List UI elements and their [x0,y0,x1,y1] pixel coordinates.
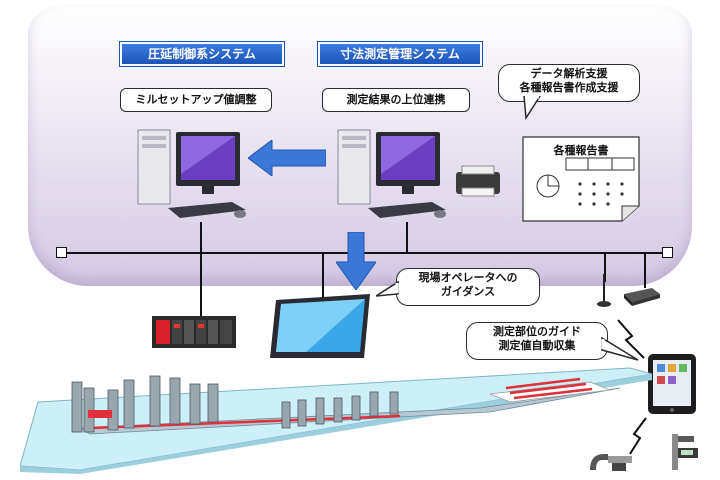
report-title: 各種報告書 [553,144,609,157]
dimension-management-system-title: 寸法測定管理システム [318,42,482,66]
wireless-signal-icon [629,417,647,455]
network-bus-line [64,252,666,254]
wireless-signal-icon [617,319,645,359]
mill-setup-label: ミルセットアップ値調整 [120,88,272,112]
monitor-icon [270,294,370,358]
network-node-right [662,247,673,258]
rolling-control-system-title: 圧延制御系システム [120,42,284,66]
report-document: 各種報告書 [522,136,640,222]
drop-line-plc [200,222,202,318]
operator-guidance-callout-tail [376,280,399,297]
computer-icon [337,129,446,218]
router-icon [624,288,660,306]
drop-line-antenna [604,252,606,282]
network-node-left [56,247,67,258]
drop-line-router [644,252,646,288]
guidance-arrow-down [336,232,376,290]
report-document-icon [522,136,640,222]
printer-icon [456,165,500,197]
data-analysis-line1: データ解析支援 [530,67,608,80]
measurement-guide-line1: 測定部位のガイド [493,325,581,338]
transfer-arrow-left [248,140,326,176]
measurement-guide-line2: 測定値自動収集 [498,339,576,352]
tablet-icon [648,354,696,414]
plc-icon [152,316,236,348]
operator-guidance-line1: 現場オペレータへの [418,271,518,284]
operator-guidance-line2: ガイダンス [440,285,496,298]
drop-line-right-pc [406,222,408,253]
measurement-guide-callout: 測定部位のガイド 測定値自動収集 [466,322,608,360]
micrometer-icon [590,454,632,471]
drop-line-monitor [322,252,324,298]
operator-guidance-callout: 現場オペレータへの ガイダンス [396,268,540,306]
caliper-icon [672,434,698,470]
data-analysis-callout-tail [523,96,541,121]
measurement-guide-callout-tail [601,336,639,361]
upper-link-label: 測定結果の上位連携 [322,88,470,112]
computer-icon [137,129,246,218]
antenna-icon [597,274,611,307]
data-analysis-callout: データ解析支援 各種報告書作成支援 [498,64,640,102]
data-analysis-line2: 各種報告書作成支援 [519,81,619,94]
rolling-mill-line [20,367,653,474]
